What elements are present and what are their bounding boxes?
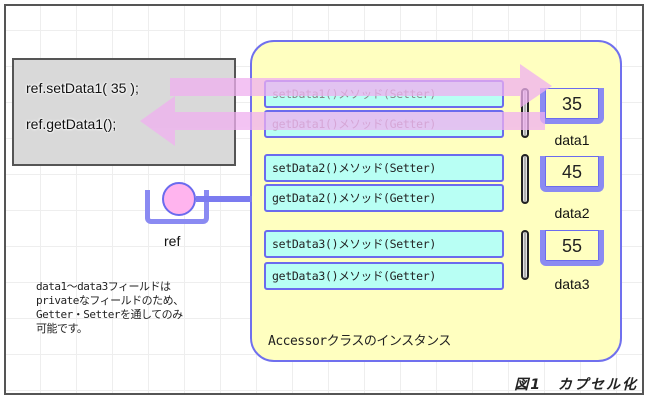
field-value: 55	[561, 236, 583, 256]
method-setdata3: setData3()メソッド(Setter)	[264, 230, 504, 258]
field-name-data2: data2	[554, 205, 590, 221]
setter-arrow-icon	[170, 64, 552, 108]
field-value: 45	[561, 162, 583, 182]
ref-object-icon	[162, 182, 196, 216]
getter-arrow-icon	[140, 96, 545, 146]
field-name-data1: data1	[554, 132, 590, 148]
ref-variable-container-icon	[145, 190, 209, 224]
figure-caption: 図1 カプセル化	[514, 377, 638, 393]
field-data2: 45	[540, 156, 604, 194]
field-lock-3	[521, 230, 529, 280]
field-data3: 55	[540, 230, 604, 268]
method-getdata2: getData2()メソッド(Getter)	[264, 184, 504, 212]
instance-label: Accessorクラスのインスタンス	[268, 334, 451, 349]
ref-label: ref	[164, 233, 181, 249]
method-getdata3: getData3()メソッド(Getter)	[264, 262, 504, 290]
field-lock-2	[521, 154, 529, 204]
code-line-get: ref.getData1();	[26, 116, 117, 132]
reference-link	[196, 196, 252, 202]
method-setdata2: setData2()メソッド(Setter)	[264, 154, 504, 182]
field-value: 35	[561, 94, 583, 114]
field-data1: 35	[540, 88, 604, 126]
field-container-icon	[540, 156, 604, 192]
field-name-data3: data3	[554, 276, 590, 292]
explanation-note: data1～data3フィールドは privateなフィールドのため、 Gett…	[36, 280, 184, 335]
field-container-icon	[540, 230, 604, 266]
field-container-icon	[540, 88, 604, 124]
code-line-set: ref.setData1( 35 );	[26, 80, 139, 96]
